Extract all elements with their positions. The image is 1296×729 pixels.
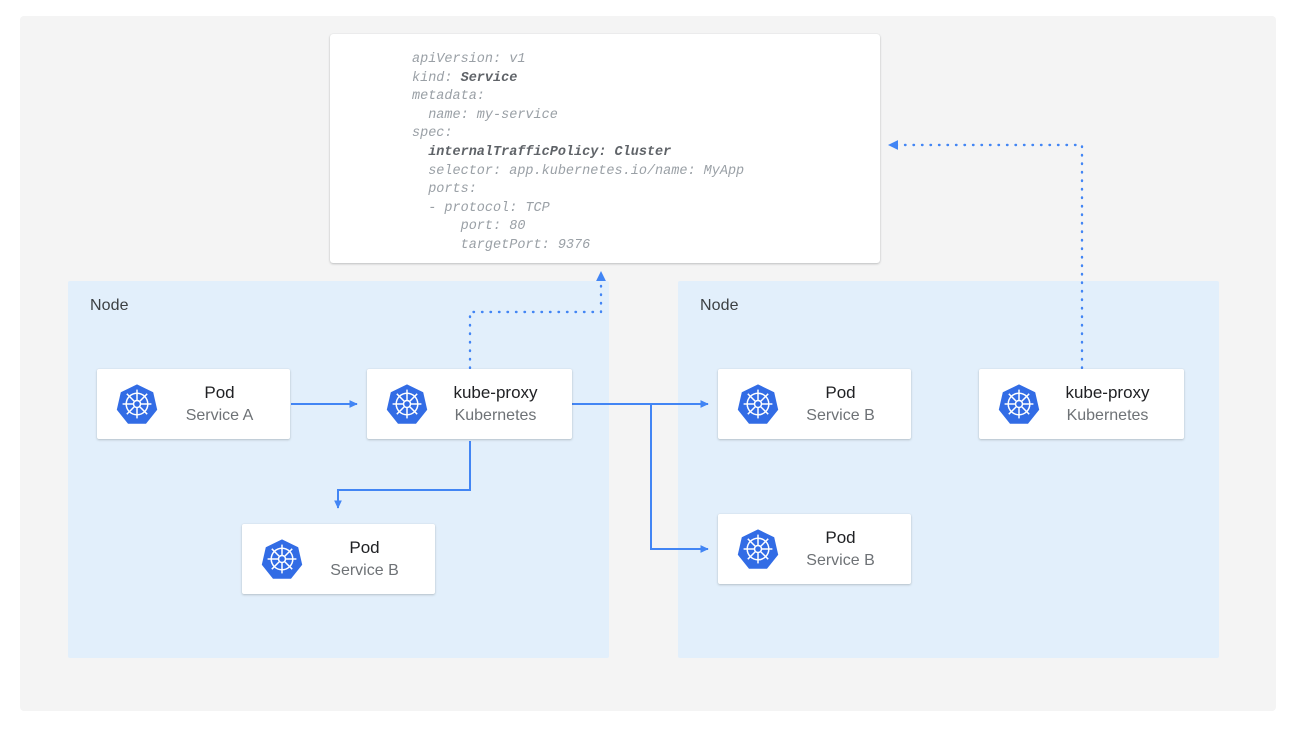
card-subtitle: Kubernetes bbox=[454, 406, 537, 424]
card-text: kube-proxy Kubernetes bbox=[429, 382, 572, 426]
kubernetes-icon bbox=[115, 382, 159, 426]
card-kube-proxy-right[interactable]: kube-proxy Kubernetes bbox=[979, 369, 1184, 439]
kubernetes-icon bbox=[997, 382, 1041, 426]
card-text: Pod Service B bbox=[780, 382, 911, 426]
kubernetes-icon bbox=[736, 382, 780, 426]
card-title: Pod bbox=[204, 383, 235, 403]
card-subtitle: Service A bbox=[185, 406, 254, 424]
card-title: kube-proxy bbox=[1065, 383, 1150, 403]
card-subtitle: Service B bbox=[330, 561, 399, 579]
service-manifest-code: apiVersion: v1 kind: Service metadata: n… bbox=[412, 52, 745, 253]
node-group-right: Node bbox=[678, 281, 1219, 658]
card-title: kube-proxy bbox=[453, 383, 538, 403]
card-text: Pod Service A bbox=[159, 382, 290, 426]
card-subtitle: Service B bbox=[806, 406, 875, 424]
card-text: Pod Service B bbox=[304, 537, 435, 581]
card-title: Pod bbox=[349, 538, 380, 558]
card-title: Pod bbox=[825, 383, 856, 403]
card-subtitle: Service B bbox=[806, 551, 875, 569]
card-text: kube-proxy Kubernetes bbox=[1041, 382, 1184, 426]
card-pod-service-a[interactable]: Pod Service A bbox=[97, 369, 290, 439]
card-kube-proxy-left[interactable]: kube-proxy Kubernetes bbox=[367, 369, 572, 439]
card-title: Pod bbox=[825, 528, 856, 548]
service-manifest-card: apiVersion: v1 kind: Service metadata: n… bbox=[330, 34, 880, 263]
card-pod-service-b-left[interactable]: Pod Service B bbox=[242, 524, 435, 594]
node-label-left: Node bbox=[90, 297, 129, 314]
kubernetes-icon bbox=[260, 537, 304, 581]
kubernetes-icon bbox=[385, 382, 429, 426]
kubernetes-icon bbox=[736, 527, 780, 571]
node-group-left: Node bbox=[68, 281, 609, 658]
card-text: Pod Service B bbox=[780, 527, 911, 571]
node-label-right: Node bbox=[700, 297, 739, 314]
card-subtitle: Kubernetes bbox=[1066, 406, 1149, 424]
card-pod-service-b-bottom[interactable]: Pod Service B bbox=[718, 514, 911, 584]
card-pod-service-b-top[interactable]: Pod Service B bbox=[718, 369, 911, 439]
